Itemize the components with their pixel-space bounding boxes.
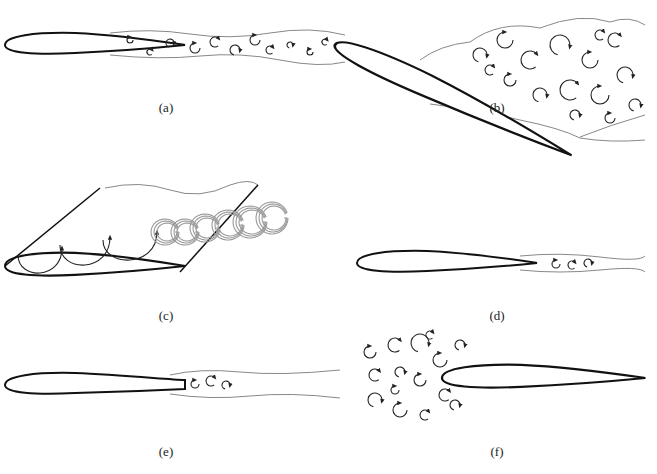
vortex-arc [127, 37, 133, 43]
vortex-loop [218, 214, 242, 236]
vortex-arc [617, 67, 633, 83]
vortex-arc [191, 380, 199, 388]
wake-boundaries [105, 18, 645, 398]
vortex-arc [393, 403, 407, 417]
tip-vortex [18, 202, 288, 273]
vortex-arc [414, 374, 426, 386]
vortex-loop [256, 202, 288, 234]
vortex-arc [222, 381, 230, 389]
vortex-arc [369, 369, 380, 381]
vortex-arc [426, 331, 433, 339]
vortex-arc [388, 338, 400, 352]
vortex-arc [439, 389, 450, 401]
vortex-arc [485, 65, 494, 75]
vortex-arc [266, 46, 273, 54]
vortex-arc [433, 353, 447, 367]
vortex-arc [521, 51, 537, 69]
panel-label: (f) [491, 444, 504, 460]
vortex-loop [174, 221, 198, 243]
vortex-arc [455, 340, 465, 350]
vortex-loop [103, 232, 157, 260]
vortex-arc [322, 39, 327, 45]
vortex-loop [196, 218, 218, 238]
panel-label: (a) [159, 100, 173, 116]
vortex-arc [560, 80, 578, 100]
vortex-arc [190, 43, 200, 53]
panel-label: (c) [159, 308, 173, 324]
vortex-arc [582, 52, 598, 68]
vortex-arc [395, 367, 405, 377]
vortex-loop [236, 208, 266, 236]
vortex-arc [210, 37, 219, 47]
vortex-loop [259, 204, 287, 232]
vortex-arc [605, 113, 615, 123]
vortex-arc [206, 376, 215, 386]
vortex-arc [450, 400, 460, 410]
vortex-arc [364, 346, 376, 358]
vortex-arc [287, 42, 293, 48]
vortex-arc [629, 99, 641, 111]
vortex-loop [262, 206, 286, 230]
vortex-arc [307, 49, 313, 55]
vortex-arc [608, 33, 620, 47]
vortex-loop [18, 248, 62, 273]
vortex-loop [233, 206, 267, 238]
vortex-arc [595, 30, 604, 40]
vortex-loop [239, 210, 265, 234]
vortex-arc [533, 88, 547, 102]
vortex-arc [550, 35, 570, 55]
airfoil-shapes [5, 33, 645, 394]
vortex-arc [568, 261, 575, 269]
vortex-arc [250, 35, 260, 45]
panel-label: (d) [489, 308, 504, 324]
vortex-arc [552, 260, 560, 268]
vortex-arc [368, 393, 382, 407]
vortex-arc [420, 410, 429, 420]
panel-label: (b) [489, 100, 504, 116]
vortex-arc [591, 86, 609, 104]
wing-outline [5, 185, 258, 272]
vortex-arc [504, 74, 516, 86]
vortex-arc [584, 259, 592, 267]
vortex-arc [166, 39, 174, 47]
vortex-arc [497, 32, 513, 48]
panel-label: (e) [159, 444, 173, 460]
vortex-arc [230, 45, 240, 55]
vortex-arc [391, 386, 399, 394]
vortex-arc [570, 110, 580, 120]
vortex-arcs [127, 30, 641, 420]
vortex-arc [473, 48, 487, 62]
vortex-arc [147, 49, 152, 55]
